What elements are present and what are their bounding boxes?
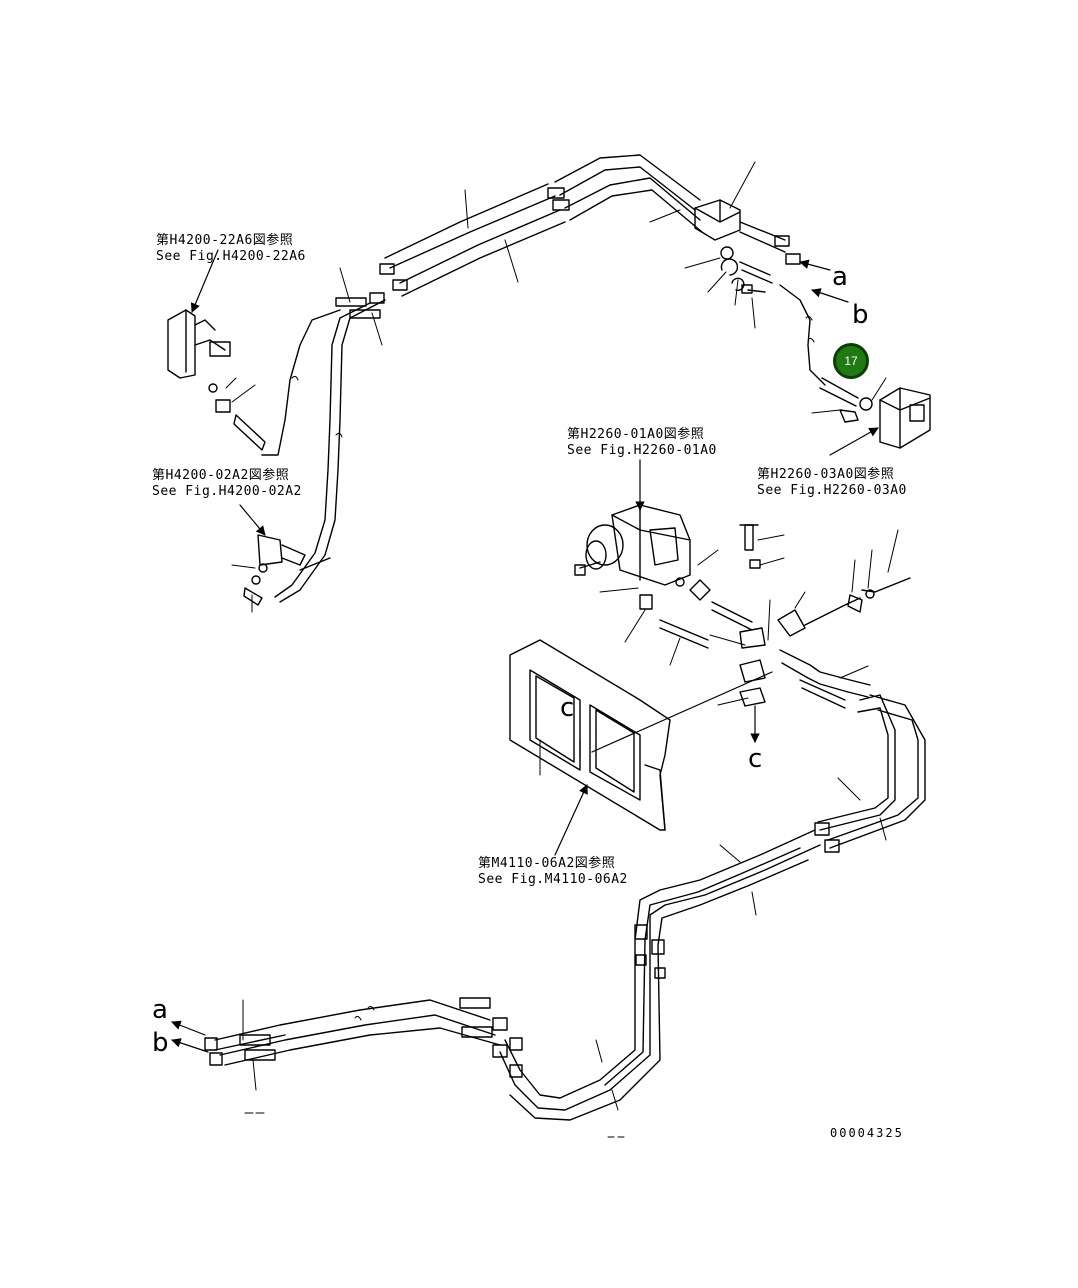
connection-label-c-frame: c [560,693,575,723]
ref-h2260-03a0-jp: 第H2260-03A0図参照 [757,467,895,482]
left-vertical-hose [261,297,386,603]
ref-m4110-06a2-en: See Fig.M4110-06A2 [478,872,628,887]
right-control-valve [879,387,931,449]
part-callout-badge[interactable]: 17 [833,343,869,379]
ref-h4200-02a2-jp: 第H4200-02A2図参照 [152,468,290,483]
ref-h2260-03a0-en: See Fig.H2260-03A0 [757,483,907,498]
ref-h4200-22a6-en: See Fig.H4200-22A6 [156,249,306,264]
ref-h4200-02a2-en: See Fig.H4200-02A2 [152,484,302,499]
ref-h2260-01a0: 第H2260-01A0図参照 See Fig.H2260-01A0 [567,427,717,459]
break-marks [244,315,815,1138]
connection-label-c-center: c [748,744,763,774]
connection-label-b-top: b [852,300,869,330]
ref-h4200-22a6-jp: 第H4200-22A6図参照 [156,233,294,248]
bottom-left-hose-pair [204,997,523,1078]
right-long-hose-pair [499,694,926,1121]
left-fitting-lower [243,534,306,606]
center-fittings [639,524,911,709]
drawing-number: 00004325 [830,1126,904,1140]
swing-motor-assembly [574,504,691,587]
connection-label-a-bottom: a [152,995,168,1025]
ref-h2260-01a0-en: See Fig.H2260-01A0 [567,443,717,458]
top-distribution-block [694,199,801,265]
right-valve-hose [779,284,873,423]
connection-label-a-top: a [832,262,848,292]
connection-label-b-bottom: b [152,1028,169,1058]
ref-h2260-03a0: 第H2260-03A0図参照 See Fig.H2260-03A0 [757,467,907,499]
ref-h4200-02a2: 第H4200-02A2図参照 See Fig.H4200-02A2 [152,468,302,500]
ref-h2260-01a0-jp: 第H2260-01A0図参照 [567,427,705,442]
clamp-parts-top [720,246,773,294]
ref-m4110-06a2: 第M4110-06A2図参照 See Fig.M4110-06A2 [478,856,628,888]
revolving-frame [509,639,671,831]
leader-lines [225,161,899,1111]
left-valve-assembly [167,309,266,451]
ref-m4110-06a2-jp: 第M4110-06A2図参照 [478,856,616,871]
top-hose-assembly [369,154,703,304]
reference-arrows [171,249,879,1053]
ref-h4200-22a6: 第H4200-22A6図参照 See Fig.H4200-22A6 [156,233,306,265]
